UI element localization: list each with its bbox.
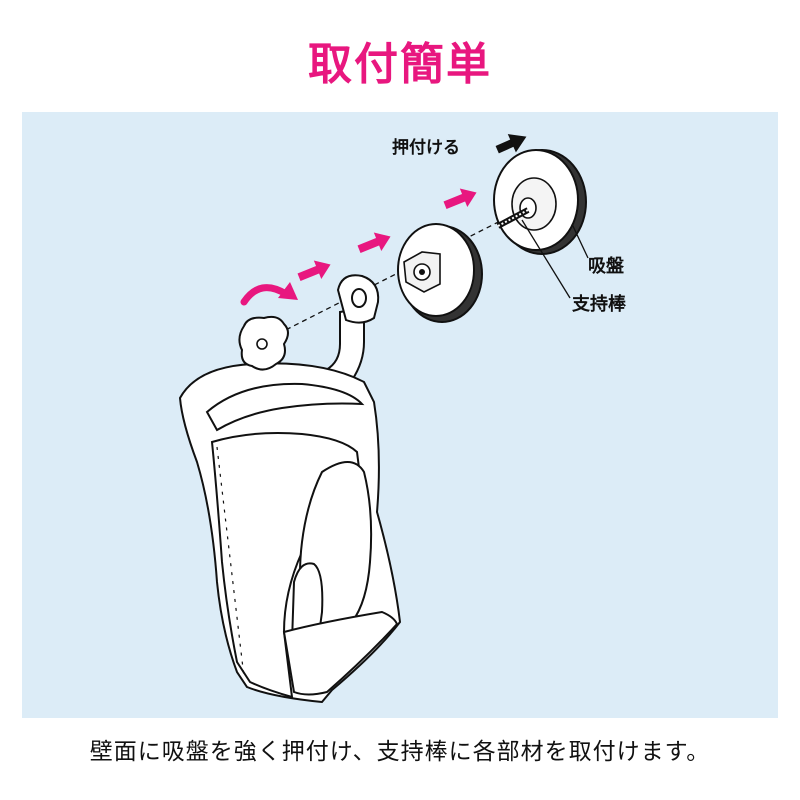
suction-cup [493, 149, 587, 255]
connector-disc [397, 223, 483, 323]
support-rod [496, 207, 530, 229]
holder-bottom [282, 610, 399, 696]
knob-hole [256, 338, 268, 350]
caption-text: 壁面に吸盤を強く押付け、支持棒に各部材を取付けます。 [89, 739, 711, 765]
label-support-rod: 支持棒 [572, 294, 626, 315]
label-push: 押付ける [392, 138, 460, 158]
push-arrow-icon [495, 134, 527, 154]
assembly-diagram [178, 134, 589, 704]
knob [238, 315, 289, 371]
assembly-axis-line [261, 209, 523, 343]
holder-seam [216, 446, 245, 678]
mounting-hole [351, 288, 367, 308]
illustration-panel [22, 112, 778, 718]
cup-holder [178, 274, 402, 704]
holder-rim [205, 382, 365, 432]
arrow-right-icon [357, 232, 391, 253]
leader-line-suction-cup [571, 223, 589, 259]
rotate-arrow-icon [240, 282, 298, 306]
arrow-right-icon [443, 188, 477, 209]
leader-line-support-rod [521, 219, 571, 299]
label-suction-cup: 吸盤 [588, 256, 624, 277]
arrow-right-icon [297, 260, 331, 281]
page-title: 取付簡単 [308, 39, 492, 90]
direction-arrows [297, 188, 477, 281]
